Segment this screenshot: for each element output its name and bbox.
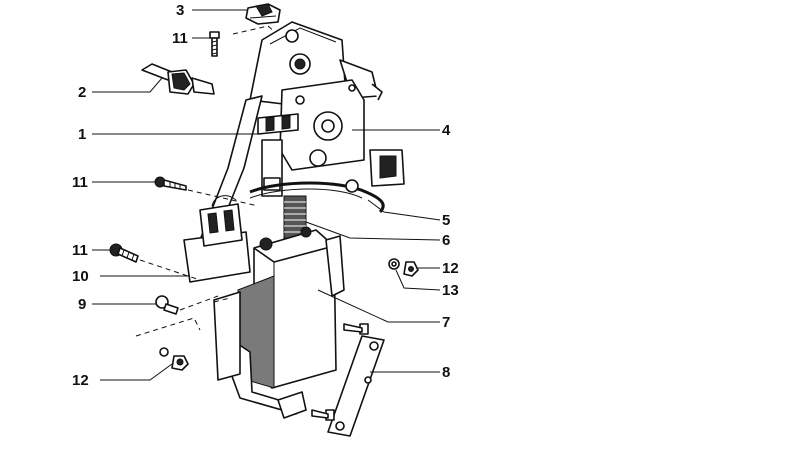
- part-12-13-nut-washer: [388, 258, 419, 277]
- callout-8: 8: [442, 364, 450, 381]
- callout-4: 4: [442, 122, 451, 139]
- callout-3: 3: [176, 2, 184, 19]
- callout-9: 9: [78, 296, 86, 313]
- callout-5: 5: [442, 212, 450, 229]
- part-2-sensor: [141, 63, 215, 95]
- part-11-middle-bolt: [154, 176, 187, 191]
- lower-bolt-dash: [139, 259, 201, 281]
- part-9-pin: [155, 295, 179, 315]
- part-3-clip: [245, 3, 281, 25]
- lower-dash: [135, 317, 201, 337]
- part-5-cable: [249, 149, 405, 214]
- callout-6: 6: [442, 232, 450, 249]
- callout-11: 11: [172, 30, 188, 47]
- part-11-lower-bolt: [109, 243, 139, 263]
- callout-12: 12: [442, 260, 459, 277]
- callout-2: 2: [78, 84, 86, 101]
- part-6-coil: [283, 195, 307, 239]
- callout-10: 10: [72, 268, 89, 285]
- part-8-mounting-strip: [311, 323, 385, 437]
- part-10-relay: [183, 195, 251, 283]
- callout-1: 1: [78, 126, 86, 143]
- callout-13: 13: [442, 282, 459, 299]
- callout-12: 12: [72, 372, 89, 389]
- part-4-motor-plate: [279, 79, 365, 171]
- part-1-connector: [257, 113, 299, 135]
- callout-11: 11: [72, 174, 88, 191]
- part-3-dash-line: [232, 25, 276, 35]
- part-7-motor-housing: [213, 226, 345, 419]
- callout-labels: 3 11 2 1 4 11 5 6 11 12 10 13 9 7 8 12: [72, 2, 459, 389]
- part-11-top-bolt: [209, 31, 220, 57]
- pin-dash: [179, 295, 231, 311]
- callout-11: 11: [72, 242, 88, 259]
- leader-lines: [92, 9, 441, 381]
- middle-bolt-dash: [187, 189, 259, 207]
- part-12-lower-nut: [159, 347, 189, 371]
- callout-7: 7: [442, 314, 450, 331]
